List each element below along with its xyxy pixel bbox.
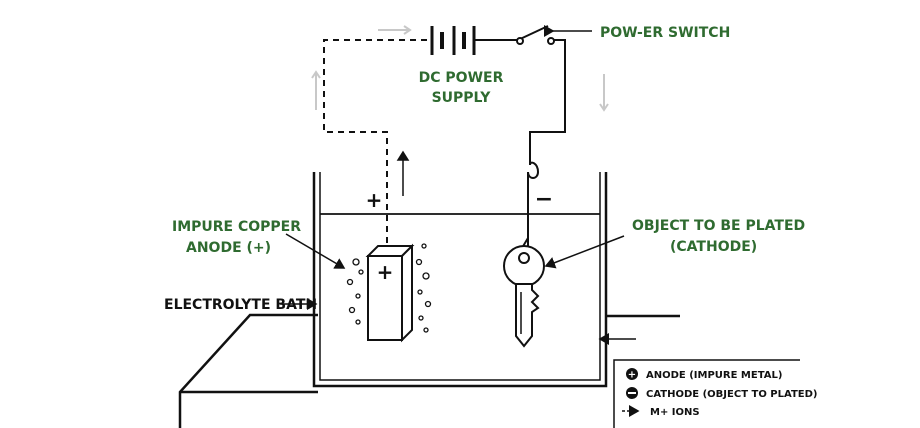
- circuit-wire: [474, 25, 566, 165]
- ion-up-arrow: [396, 150, 410, 196]
- switch-contact-right: [547, 37, 555, 45]
- bubbles: [346, 243, 432, 333]
- anode-label-2: ANODE (+): [186, 240, 271, 256]
- switch-contact-left: [516, 37, 524, 45]
- legend-cathode-label: CATHODE (OBJECT TO PLATED): [646, 389, 817, 400]
- pointer-arrows: [280, 25, 636, 345]
- power-switch-label: POW-ER SWITCH: [600, 25, 730, 41]
- electrolyte-label: ELECTROLYTE BATH: [164, 297, 317, 313]
- electrolyte-tank: [312, 172, 608, 388]
- cathode-label-2: (CATHODE): [670, 239, 757, 255]
- battery-symbol: [430, 26, 476, 55]
- tank-plus-sign: +: [366, 188, 383, 212]
- dc-power-label-2: SUPPLY: [432, 90, 492, 106]
- dc-power-label-1: DC POWER: [419, 70, 504, 86]
- tank-minus-sign: −: [535, 187, 553, 212]
- bench: [178, 313, 680, 428]
- anode-block: [365, 243, 415, 343]
- anode-block-sign: +: [377, 260, 394, 284]
- legend: + ANODE (IMPURE METAL) CATHODE (OBJECT T…: [613, 359, 817, 428]
- legend-ions-label: M+ IONS: [650, 407, 700, 418]
- cathode-label-1: OBJECT TO BE PLATED: [632, 218, 805, 234]
- hook: [527, 161, 540, 248]
- anode-label-1: IMPURE COPPER: [172, 219, 301, 235]
- key-object: [503, 245, 545, 348]
- svg-text:+: +: [628, 370, 636, 381]
- current-direction-arrows: [311, 25, 609, 112]
- legend-anode-label: ANODE (IMPURE METAL): [646, 370, 782, 381]
- legend-anode-icon: [626, 368, 638, 380]
- ion-path: [323, 39, 427, 246]
